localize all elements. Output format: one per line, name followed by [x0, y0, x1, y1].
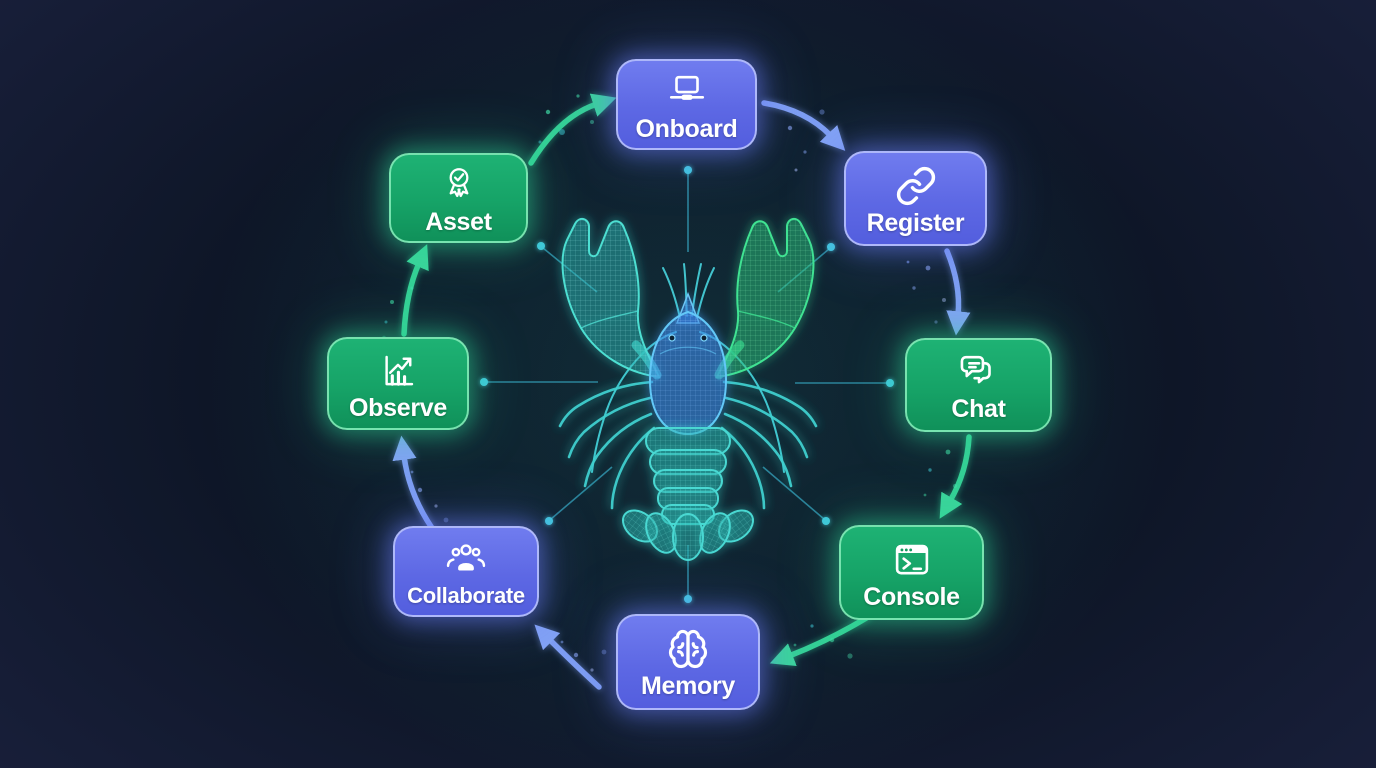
arrow-asset-to-onboard [528, 93, 617, 166]
node-label: Register [866, 208, 965, 237]
node-label: Onboard [635, 114, 738, 143]
node-console[interactable]: Console [839, 525, 984, 620]
lobster-wireframe [558, 218, 818, 561]
node-register[interactable]: Register [844, 151, 987, 246]
award-badge-icon [449, 168, 468, 198]
flow-arrows-green [401, 93, 972, 666]
node-onboard[interactable]: Onboard [616, 59, 757, 150]
node-memory[interactable]: Memory [616, 614, 760, 710]
arrow-collaborate-to-observe [392, 435, 435, 531]
node-observe[interactable]: Observe [327, 337, 469, 430]
arrow-register-to-chat [944, 248, 971, 336]
arrow-onboard-to-register [761, 100, 846, 151]
node-chat[interactable]: Chat [905, 338, 1052, 432]
connector-dots [480, 166, 894, 603]
node-label: Console [863, 582, 960, 611]
arrow-memory-to-collaborate [534, 624, 602, 690]
node-label: Collaborate [407, 583, 525, 609]
laptop-icon [669, 75, 704, 100]
node-label: Asset [425, 208, 492, 237]
node-label: Memory [640, 672, 736, 701]
node-asset[interactable]: Asset [389, 153, 528, 243]
node-label: Chat [951, 395, 1006, 424]
people-group-icon [446, 544, 486, 571]
flow-arrows-blue [392, 100, 971, 690]
particles [381, 94, 957, 672]
chain-link-icon [896, 166, 935, 205]
terminal-window-icon [895, 544, 928, 575]
chat-bubbles-icon [960, 356, 991, 384]
arrow-chat-to-console [939, 434, 972, 519]
node-label: Observe [349, 393, 447, 422]
arrow-console-to-memory [769, 614, 871, 666]
node-collaborate[interactable]: Collaborate [393, 526, 539, 617]
brain-icon [668, 630, 708, 669]
arrow-observe-to-asset [401, 244, 429, 337]
bar-chart-trend-icon [385, 355, 414, 386]
